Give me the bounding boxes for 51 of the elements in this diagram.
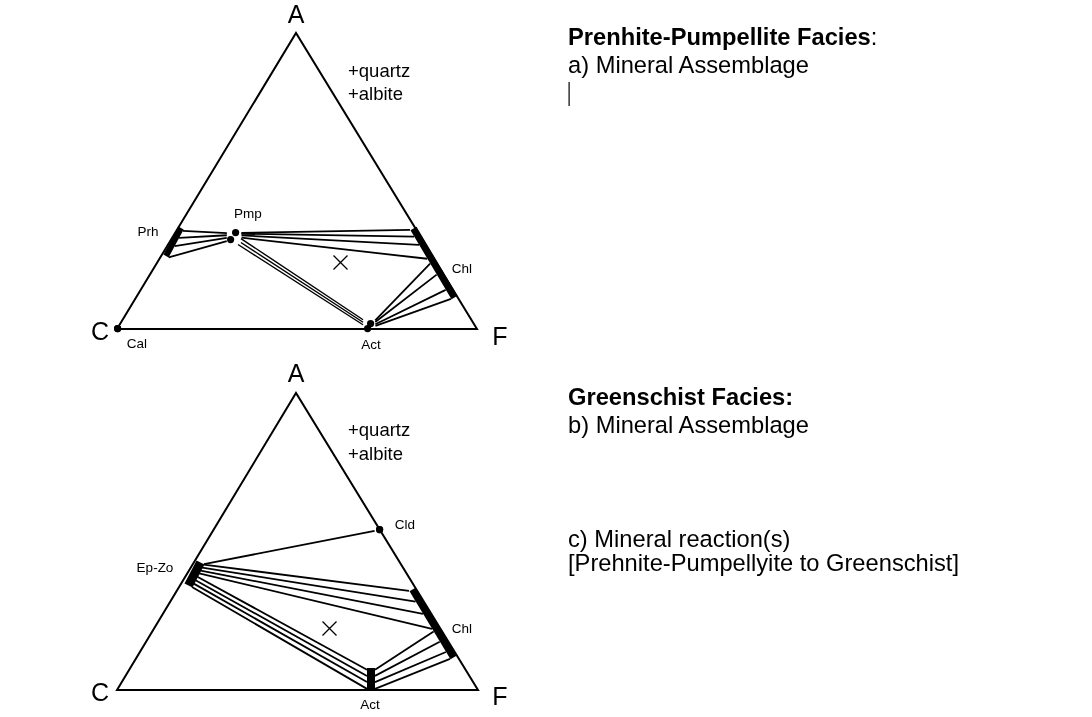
question-text: a) Mineral Assemblage: [568, 52, 809, 80]
mineral-label: Chl: [451, 261, 473, 277]
tie-line: [374, 273, 438, 323]
tie-line: [374, 288, 447, 326]
vertex-label: F: [492, 321, 508, 351]
tie-line: [374, 630, 435, 671]
tie-line: [240, 236, 429, 260]
mineral-label: Cld: [394, 517, 416, 533]
facies-heading: Greenschist Facies:: [568, 384, 794, 412]
composition-bar: [183, 557, 205, 590]
tie-line: [173, 237, 228, 248]
mineral-label: Pmp: [234, 206, 262, 222]
tie-line: [374, 640, 441, 677]
mineral-label: Cal: [126, 336, 148, 352]
tie-line: [199, 569, 424, 615]
tie-line: [167, 240, 228, 259]
question-text: b) Mineral Assemblage: [568, 412, 809, 440]
tie-line: [202, 563, 410, 592]
mineral-label: Prh: [137, 224, 159, 240]
question-text: c) Mineral reaction(s): [568, 526, 791, 554]
tie-line: [374, 651, 447, 683]
tie-line: [240, 232, 415, 238]
tie-line: [240, 228, 411, 234]
vertex-label: F: [492, 681, 508, 711]
vertex-label: A: [287, 0, 305, 29]
composition-bar: [163, 225, 184, 259]
composition-point: [227, 229, 240, 244]
tie-line: [178, 234, 228, 239]
vertex-label: C: [90, 677, 110, 707]
mineral-label: Act: [360, 697, 380, 713]
tie-line: [240, 234, 420, 246]
composition-point: [364, 320, 375, 333]
tie-line: [182, 229, 228, 234]
composition-point: [114, 325, 122, 333]
tie-line: [203, 530, 376, 565]
tie-line: [198, 572, 433, 630]
assemblage-note: +albite: [348, 443, 404, 465]
mineral-label: Ep-Zo: [136, 560, 174, 576]
mineral-label: Act: [361, 337, 381, 353]
facies-heading: Prenhite-Pumpellite Facies:: [568, 24, 878, 52]
assemblage-note: +quartz: [348, 60, 411, 82]
tie-line: [374, 262, 431, 322]
vertex-label: C: [90, 316, 110, 346]
composition-point: [376, 526, 384, 534]
mineral-label: Chl: [451, 621, 473, 637]
tie-line: [374, 657, 451, 690]
tie-line: [374, 297, 452, 327]
assemblage-note: +quartz: [348, 419, 411, 441]
assemblage-note: +albite: [348, 83, 404, 105]
vertex-label: A: [287, 358, 305, 388]
tie-line: [201, 566, 417, 603]
